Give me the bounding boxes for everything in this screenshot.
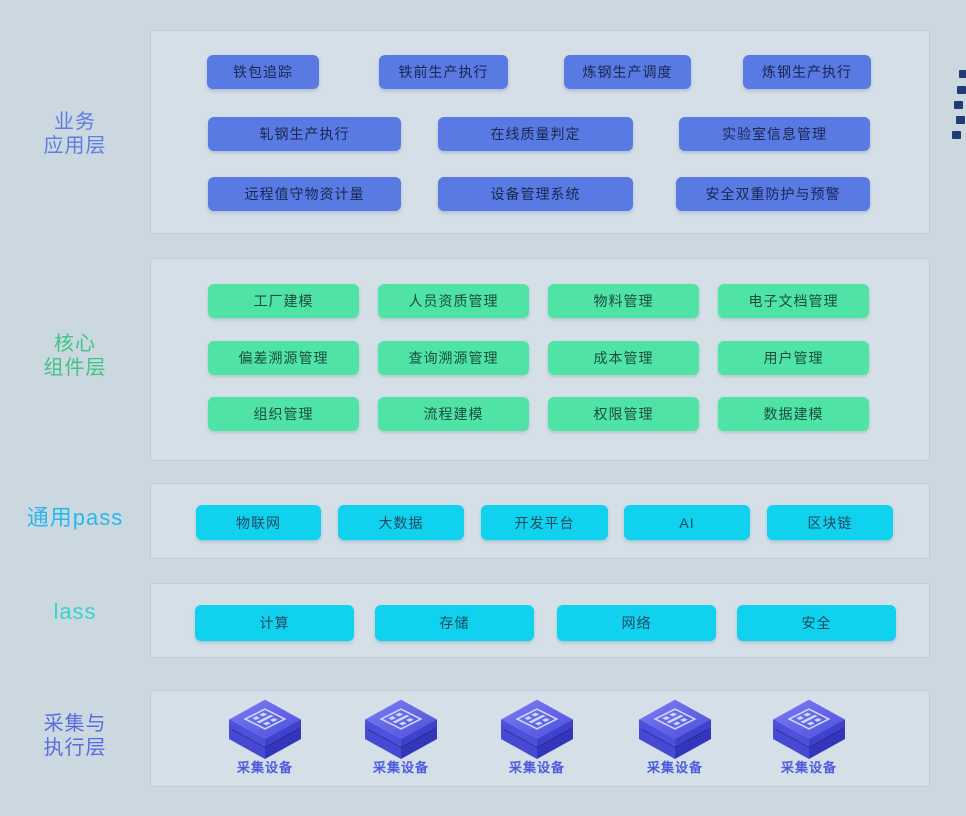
layer-label-common-paas: 通用pass [0,506,150,530]
app-module-button[interactable]: 炼钢生产调度 [564,55,691,89]
device-cube-icon [227,697,303,761]
app-module-button[interactable]: 远程值守物资计量 [208,177,401,211]
iaas-module-button[interactable]: 安全 [737,605,896,641]
core-module-button[interactable]: 成本管理 [548,341,699,375]
core-module-button[interactable]: 查询溯源管理 [378,341,529,375]
device-label: 采集设备 [780,760,837,775]
panel-iaas: 计算 存储 网络 安全 [150,583,930,658]
iaas-module-button[interactable]: 网络 [557,605,716,641]
device-label: 采集设备 [508,760,565,775]
device-label: 采集设备 [646,760,703,775]
core-module-button[interactable]: 物料管理 [548,284,699,318]
layer-label-business-application: 业务 应用层 [0,110,150,158]
app-module-button[interactable]: 铁包追踪 [207,55,319,89]
paas-module-button[interactable]: AI [624,505,750,540]
layer-label-line: 业务 [54,111,96,133]
layer-label-collection-execution: 采集与 执行层 [0,712,150,760]
paas-module-button[interactable]: 大数据 [338,505,464,540]
edge-dash-decoration [954,101,963,109]
core-module-button[interactable]: 流程建模 [378,397,529,431]
device-cube-icon [363,697,439,761]
edge-dash-decoration [957,86,966,94]
core-module-button[interactable]: 电子文档管理 [718,284,869,318]
panel-business-application: 铁包追踪 铁前生产执行 炼钢生产调度 炼钢生产执行 轧钢生产执行 在线质量判定 … [150,30,930,234]
paas-module-button[interactable]: 区块链 [767,505,893,540]
device-cube-icon [771,697,847,761]
iaas-module-button[interactable]: 计算 [195,605,354,641]
paas-module-button[interactable]: 开发平台 [481,505,608,540]
app-module-button[interactable]: 实验室信息管理 [679,117,870,151]
layer-label-iaas: lass [0,600,150,624]
core-module-button[interactable]: 偏差溯源管理 [208,341,359,375]
app-module-button[interactable]: 轧钢生产执行 [208,117,401,151]
layer-label-line: 通用pass [26,505,124,530]
app-module-button[interactable]: 安全双重防护与预警 [676,177,870,211]
layer-label-line: 应用层 [43,135,107,157]
core-module-button[interactable]: 组织管理 [208,397,359,431]
edge-dash-decoration [959,70,966,78]
layer-label-line: lass [53,599,97,624]
edge-dash-decoration [956,116,965,124]
core-module-button[interactable]: 用户管理 [718,341,869,375]
panel-collection-execution: 采集设备 采集设备 采集设备 采集设备 采集设备 [150,690,930,787]
iaas-module-button[interactable]: 存储 [375,605,534,641]
app-module-button[interactable]: 在线质量判定 [438,117,633,151]
layer-label-line: 组件层 [43,357,107,379]
panel-common-paas: 物联网 大数据 开发平台 AI 区块链 [150,483,930,559]
device-cube-icon [637,697,713,761]
core-module-button[interactable]: 权限管理 [548,397,699,431]
device-label: 采集设备 [236,760,293,775]
layer-label-line: 核心 [54,333,96,355]
core-module-button[interactable]: 工厂建模 [208,284,359,318]
device-cube-icon [499,697,575,761]
app-module-button[interactable]: 设备管理系统 [438,177,633,211]
panel-core-components: 工厂建模 人员资质管理 物料管理 电子文档管理 偏差溯源管理 查询溯源管理 成本… [150,258,930,461]
core-module-button[interactable]: 数据建模 [718,397,869,431]
device-label: 采集设备 [372,760,429,775]
core-module-button[interactable]: 人员资质管理 [378,284,529,318]
layer-label-core-components: 核心 组件层 [0,332,150,380]
paas-module-button[interactable]: 物联网 [196,505,321,540]
edge-dash-decoration [952,131,961,139]
app-module-button[interactable]: 炼钢生产执行 [743,55,871,89]
layer-label-line: 执行层 [43,737,107,759]
layer-label-line: 采集与 [43,713,107,735]
app-module-button[interactable]: 铁前生产执行 [379,55,508,89]
